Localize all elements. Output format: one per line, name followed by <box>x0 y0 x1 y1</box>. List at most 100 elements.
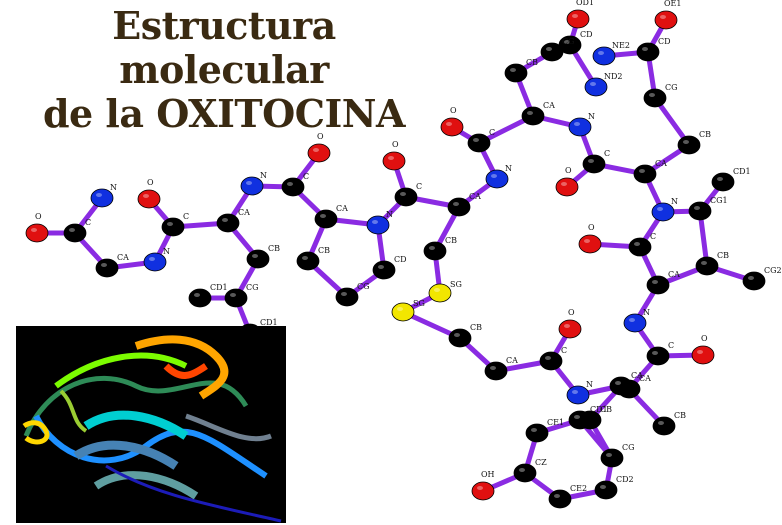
atom-highlight <box>564 40 570 44</box>
atom-c <box>548 489 572 509</box>
atom-highlight <box>683 140 689 144</box>
atom-highlight <box>642 47 648 51</box>
atom-label: CG <box>562 37 575 46</box>
atom-highlight <box>701 261 707 265</box>
atom-highlight <box>429 246 435 250</box>
atom-highlight <box>652 351 658 355</box>
atom-highlight <box>652 280 658 284</box>
atom-highlight <box>527 111 533 115</box>
atom-label: CD <box>658 37 671 46</box>
atom-label: C <box>303 172 309 181</box>
atom-highlight <box>149 257 155 261</box>
atom-c <box>188 288 212 308</box>
atom-label: CB <box>318 246 330 255</box>
ribbon-helix <box>163 363 208 379</box>
atom-n <box>485 169 509 189</box>
atom-highlight <box>473 138 479 142</box>
atom-highlight <box>561 182 567 186</box>
atom-label: CG <box>665 83 678 92</box>
atom-highlight <box>615 381 621 385</box>
atom-o <box>566 9 590 29</box>
atom-label: C <box>489 128 495 137</box>
atom-c <box>63 223 87 243</box>
atom-c <box>646 275 670 295</box>
atom-c <box>643 88 667 108</box>
atom-n <box>584 77 608 97</box>
atom-c <box>600 448 624 468</box>
atom-highlight <box>564 324 570 328</box>
atom-c <box>216 213 240 233</box>
atom-label: CB <box>526 58 538 67</box>
atom-highlight <box>230 293 236 297</box>
atom-o <box>691 345 715 365</box>
atom-highlight <box>660 15 666 19</box>
atom-c <box>281 177 305 197</box>
page-title: Estructura molecular de la OXITOCINA <box>14 4 434 136</box>
atom-c <box>484 361 508 381</box>
atom-label: CZ <box>535 458 547 467</box>
atom-label: CE1 <box>547 418 564 427</box>
ribbon-loop <box>59 389 88 433</box>
atom-highlight <box>697 350 703 354</box>
atom-highlight <box>634 242 640 246</box>
ribbon-loop <box>22 420 50 445</box>
atom-label: CG1 <box>710 196 728 205</box>
atom-label: N <box>110 183 117 192</box>
ribbon-tail <box>105 464 282 523</box>
atom-c <box>296 251 320 271</box>
atom-label: CB <box>600 405 612 414</box>
ribbon-sheet <box>73 440 179 470</box>
atom-highlight <box>400 192 406 196</box>
atom-highlight <box>143 194 149 198</box>
atom-label: O <box>450 106 457 115</box>
atom-highlight <box>490 366 496 370</box>
atom-highlight <box>453 202 459 206</box>
atom-c <box>246 249 270 269</box>
title-line-2: de la OXITOCINA <box>42 91 406 136</box>
atom-label: CB <box>445 236 457 245</box>
atom-label: CA <box>655 159 667 168</box>
atom-highlight <box>222 218 228 222</box>
atom-n <box>90 188 114 208</box>
atom-highlight <box>434 288 440 292</box>
atom-label: O <box>392 140 399 149</box>
atom-o <box>307 143 331 163</box>
atom-o <box>25 223 49 243</box>
atom-c <box>335 287 359 307</box>
atom-highlight <box>378 265 384 269</box>
atom-label: CG <box>357 282 370 291</box>
atom-n <box>623 313 647 333</box>
atom-highlight <box>69 228 75 232</box>
ribbon-helix <box>134 335 229 400</box>
atom-highlight <box>546 47 552 51</box>
atom-n <box>592 46 616 66</box>
atom-label: O <box>701 334 708 343</box>
atom-highlight <box>397 307 403 311</box>
atom-o <box>440 117 464 137</box>
atom-label: CD1 <box>590 405 608 414</box>
atom-highlight <box>694 206 700 210</box>
atom-highlight <box>588 159 594 163</box>
atom-label: ND2 <box>604 72 623 81</box>
atom-label: O <box>147 178 154 187</box>
atom-highlight <box>598 51 604 55</box>
atom-c <box>521 106 545 126</box>
atom-label: CA <box>336 204 348 213</box>
ribbon-loop <box>185 413 272 442</box>
atom-c <box>447 197 471 217</box>
atom-label: CB <box>717 251 729 260</box>
atom-label: C <box>85 218 91 227</box>
atom-highlight <box>574 122 580 126</box>
atom-c <box>652 416 676 436</box>
atom-highlight <box>531 428 537 432</box>
atom-c <box>646 346 670 366</box>
atom-label: N <box>505 164 512 173</box>
atom-label: N <box>260 171 267 180</box>
atom-highlight <box>320 214 326 218</box>
atom-c <box>636 42 660 62</box>
atom-label: CA <box>506 356 518 365</box>
atom-c <box>695 256 719 276</box>
atom-highlight <box>649 93 655 97</box>
atom-label: CG2 <box>764 266 782 275</box>
